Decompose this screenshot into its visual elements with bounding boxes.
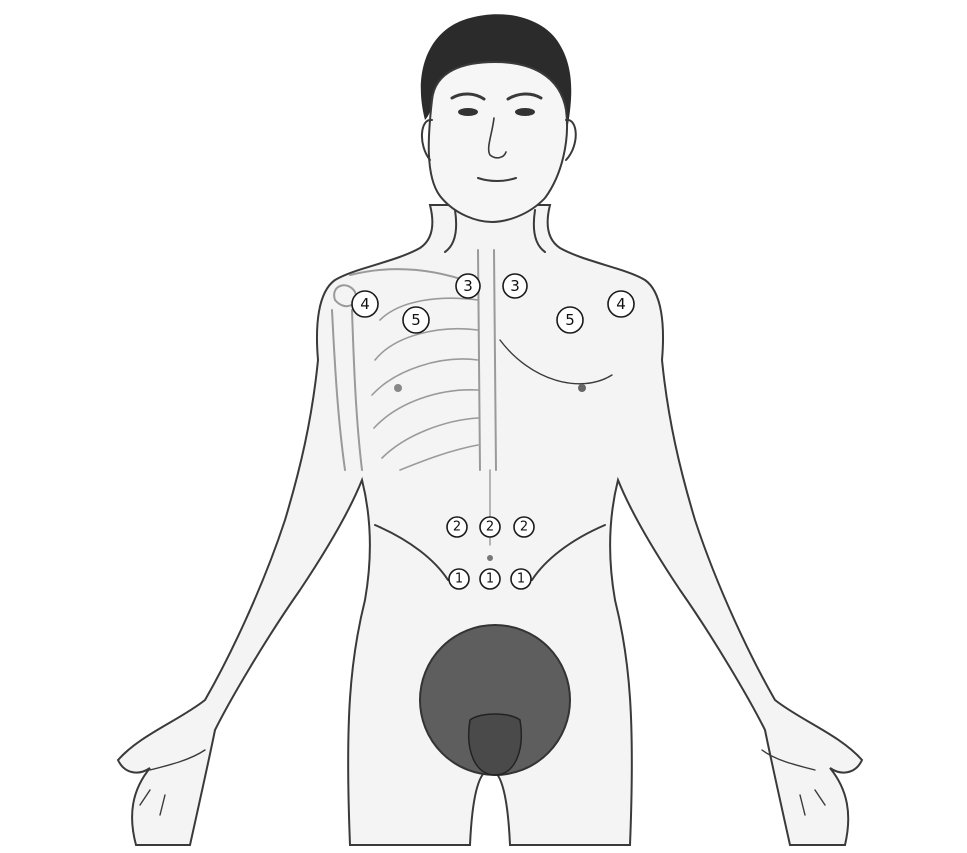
marker-1-left: 1 — [449, 569, 469, 589]
marker-3-right-label: 3 — [510, 277, 520, 295]
marker-1-right: 1 — [511, 569, 531, 589]
marker-2-left-label: 2 — [453, 520, 461, 535]
marker-1-center-label: 1 — [486, 572, 494, 587]
marker-2-right-label: 2 — [520, 520, 528, 535]
marker-4-right-label: 4 — [616, 295, 626, 313]
navel — [487, 555, 493, 561]
marker-3-right: 3 — [503, 274, 527, 298]
marker-2-center-label: 2 — [486, 520, 494, 535]
marker-2-left: 2 — [447, 517, 467, 537]
marker-4-left: 4 — [352, 291, 378, 317]
marker-2-right: 2 — [514, 517, 534, 537]
marker-1-right-label: 1 — [517, 572, 525, 587]
marker-3-left: 3 — [456, 274, 480, 298]
right-nipple — [578, 384, 586, 392]
marker-1-left-label: 1 — [455, 572, 463, 587]
marker-4-left-label: 4 — [360, 295, 370, 313]
marker-3-left-label: 3 — [463, 277, 473, 295]
marker-2-center: 2 — [480, 517, 500, 537]
right-eye — [515, 108, 535, 116]
marker-5-right: 5 — [557, 307, 583, 333]
genitals — [469, 714, 522, 775]
marker-1-center: 1 — [480, 569, 500, 589]
left-nipple — [394, 384, 402, 392]
marker-5-right-label: 5 — [565, 311, 575, 329]
marker-5-left: 5 — [403, 307, 429, 333]
marker-5-left-label: 5 — [411, 311, 421, 329]
face — [429, 62, 567, 222]
left-eye — [458, 108, 478, 116]
marker-4-right: 4 — [608, 291, 634, 317]
pubic-region — [420, 625, 570, 775]
